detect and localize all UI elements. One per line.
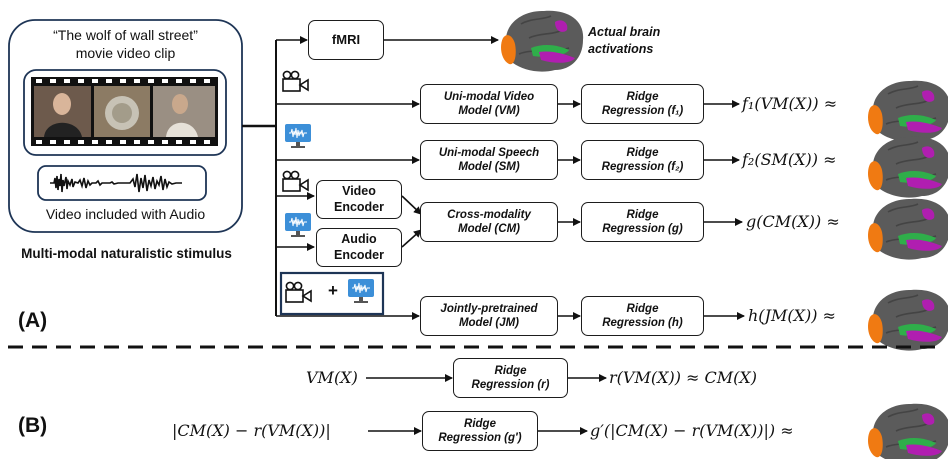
residual-output-formula: g′(|CM(X) − r(VM(X))|) ≈ xyxy=(590,421,794,440)
ridge-r-box: Ridge Regression (r) xyxy=(453,358,568,398)
stimulus-panel-caption: Multi-modal naturalistic stimulus xyxy=(21,246,232,261)
brain-image-cm xyxy=(867,197,948,261)
formula-sm: f₂(SM(X)) ≈ xyxy=(742,150,837,169)
ridge-g-prime-box: Ridge Regression (g′) xyxy=(422,411,538,451)
audio-encoder-box: Audio Encoder xyxy=(316,228,402,267)
r-output-formula: r(VM(X)) ≈ CM(X) xyxy=(609,368,758,387)
panel-a-label: (A) xyxy=(18,309,48,332)
stimulus-subtitle: movie video clip xyxy=(75,45,176,61)
stimulus-title: “The wolf of wall street” xyxy=(53,27,198,43)
movie-frames xyxy=(34,86,215,137)
audio-caption: Video included with Audio xyxy=(45,206,206,222)
audio-waveform xyxy=(50,173,182,193)
vm-input-formula: VM(X) xyxy=(306,368,358,387)
sm-model-box: Uni-modal Speech Model (SM) xyxy=(420,140,558,180)
camera-icon xyxy=(282,170,309,192)
actual-brain-label: Actual brain activations xyxy=(588,25,661,56)
camera-icon xyxy=(282,70,309,92)
monitor-waveform-icon xyxy=(284,212,312,238)
monitor-waveform-icon xyxy=(284,123,312,149)
panel-b-label: (B) xyxy=(18,414,48,437)
brain-image-jm xyxy=(867,288,948,352)
vm-model-box: Uni-modal Video Model (VM) xyxy=(420,84,558,124)
formula-vm: f₁(VM(X)) ≈ xyxy=(742,94,838,113)
film-sprocket-holes xyxy=(36,79,210,144)
residual-input-formula: |CM(X) − r(VM(X))| xyxy=(172,421,331,440)
formula-jm: h(JM(X)) ≈ xyxy=(748,306,836,325)
ridge-f2-box: Ridge Regression (f₂) xyxy=(581,140,704,180)
actual-brain-image xyxy=(500,9,584,73)
brain-image-residual xyxy=(867,402,948,459)
plus-sign: + xyxy=(328,281,338,300)
ridge-h-box: Ridge Regression (h) xyxy=(581,296,704,336)
brain-image-sm xyxy=(867,135,948,199)
formula-cm: g(CM(X)) ≈ xyxy=(746,212,840,231)
cm-model-box: Cross-modality Model (CM) xyxy=(420,202,558,242)
video-encoder-box: Video Encoder xyxy=(316,180,402,219)
fmri-box: fMRI xyxy=(308,20,384,60)
brain-image-vm xyxy=(867,79,948,143)
ridge-g-box: Ridge Regression (g) xyxy=(581,202,704,242)
jm-model-box: Jointly-pretrained Model (JM) xyxy=(420,296,558,336)
ridge-f1-box: Ridge Regression (f₁) xyxy=(581,84,704,124)
